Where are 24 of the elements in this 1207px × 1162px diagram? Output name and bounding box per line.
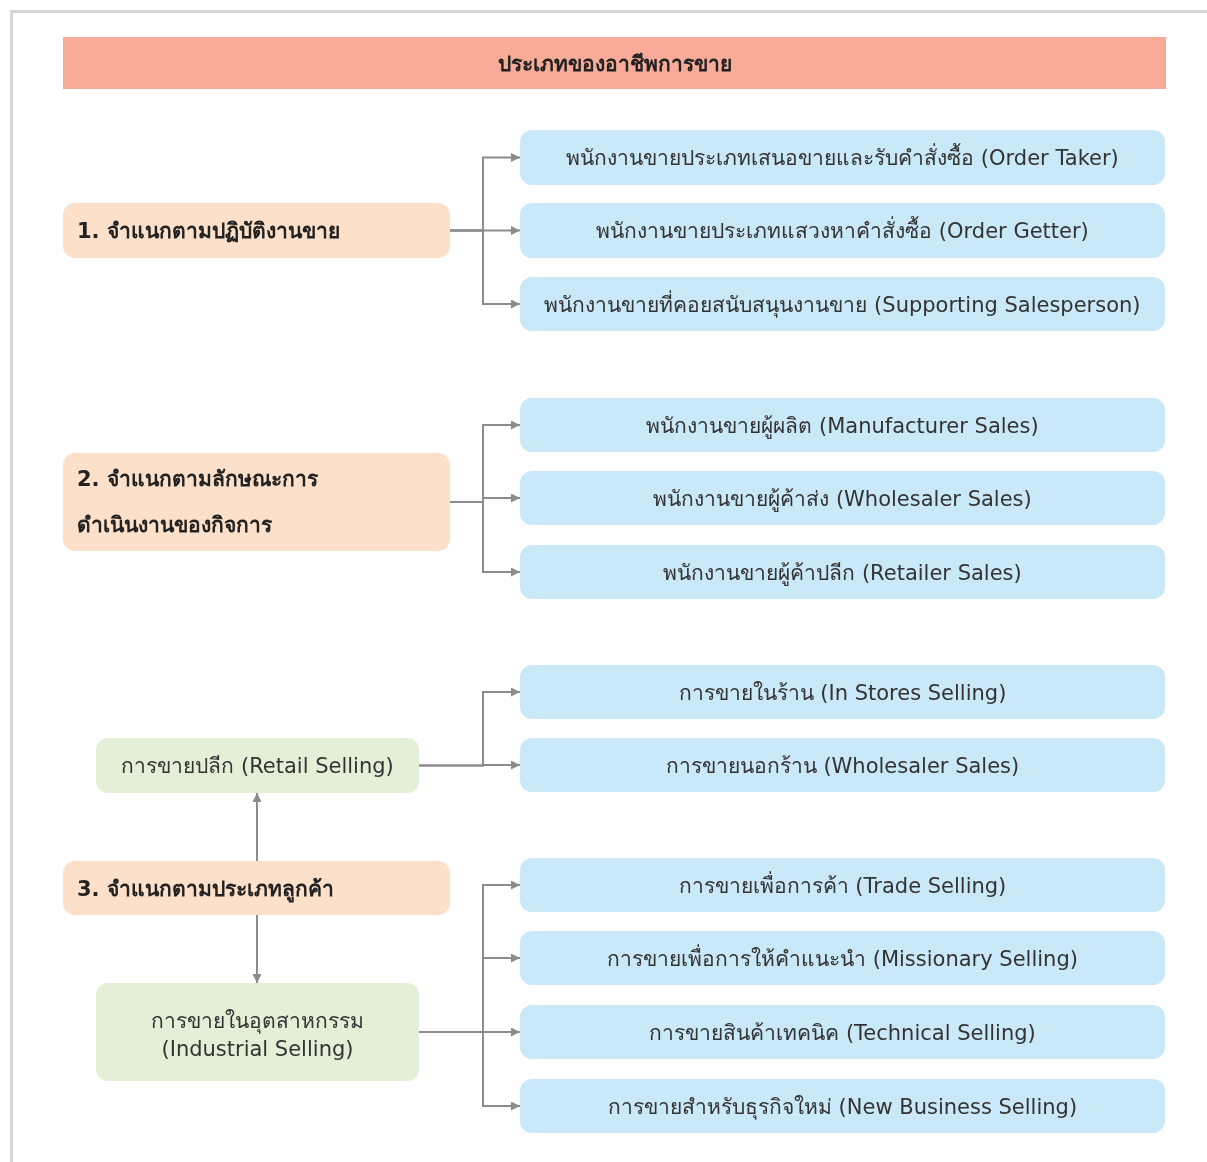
type-box: การขายเพื่อการให้คำแนะนำ (Missionary Selling) [520,931,1165,985]
type-box: พนักงานขายผู้ผลิต (Manufacturer Sales) [520,398,1165,452]
type-box: การขายนอกร้าน (Wholesaler Sales) [520,738,1165,792]
type-box: พนักงานขายผู้ค้าส่ง (Wholesaler Sales) [520,471,1165,525]
arrow [449,229,521,309]
type-box: การขายในร้าน (In Stores Selling) [520,665,1165,719]
subcategory-box: การขายปลีก (Retail Selling) [96,738,419,793]
arrow [252,914,262,984]
category-box: 1. จำแนกตามปฏิบัติงานขาย [63,203,450,258]
type-box: พนักงานขายผู้ค้าปลีก (Retailer Sales) [520,545,1165,599]
arrow [418,760,521,770]
type-box: การขายสินค้าเทคนิค (Technical Selling) [520,1005,1165,1059]
type-box: การขายสำหรับธุรกิจใหม่ (New Business Selling) [520,1079,1165,1133]
arrow [418,1031,521,1111]
subcategory-box: การขายในอุตสาหกรรม (Industrial Selling) [96,983,419,1081]
category-box: 2. จำแนกตามลักษณะการดำเนินงานของกิจการ [63,453,450,551]
category-box: 3. จำแนกตามประเภทลูกค้า [63,861,450,915]
arrow [449,501,521,577]
title-banner: ประเภทของอาชีพการขาย [63,37,1166,89]
type-box: พนักงานขายประเภทเสนอขายและรับคำสั่งซื้อ (Order Taker) [520,130,1165,185]
type-box: พนักงานขายประเภทแสวงหาคำสั่งซื้อ (Order Getter) [520,203,1165,258]
type-box: พนักงานขายที่คอยสนับสนุนงานขาย (Supporting Salesperson) [520,277,1165,331]
arrow [252,792,262,862]
type-box: การขายเพื่อการค้า (Trade Selling) [520,858,1165,912]
